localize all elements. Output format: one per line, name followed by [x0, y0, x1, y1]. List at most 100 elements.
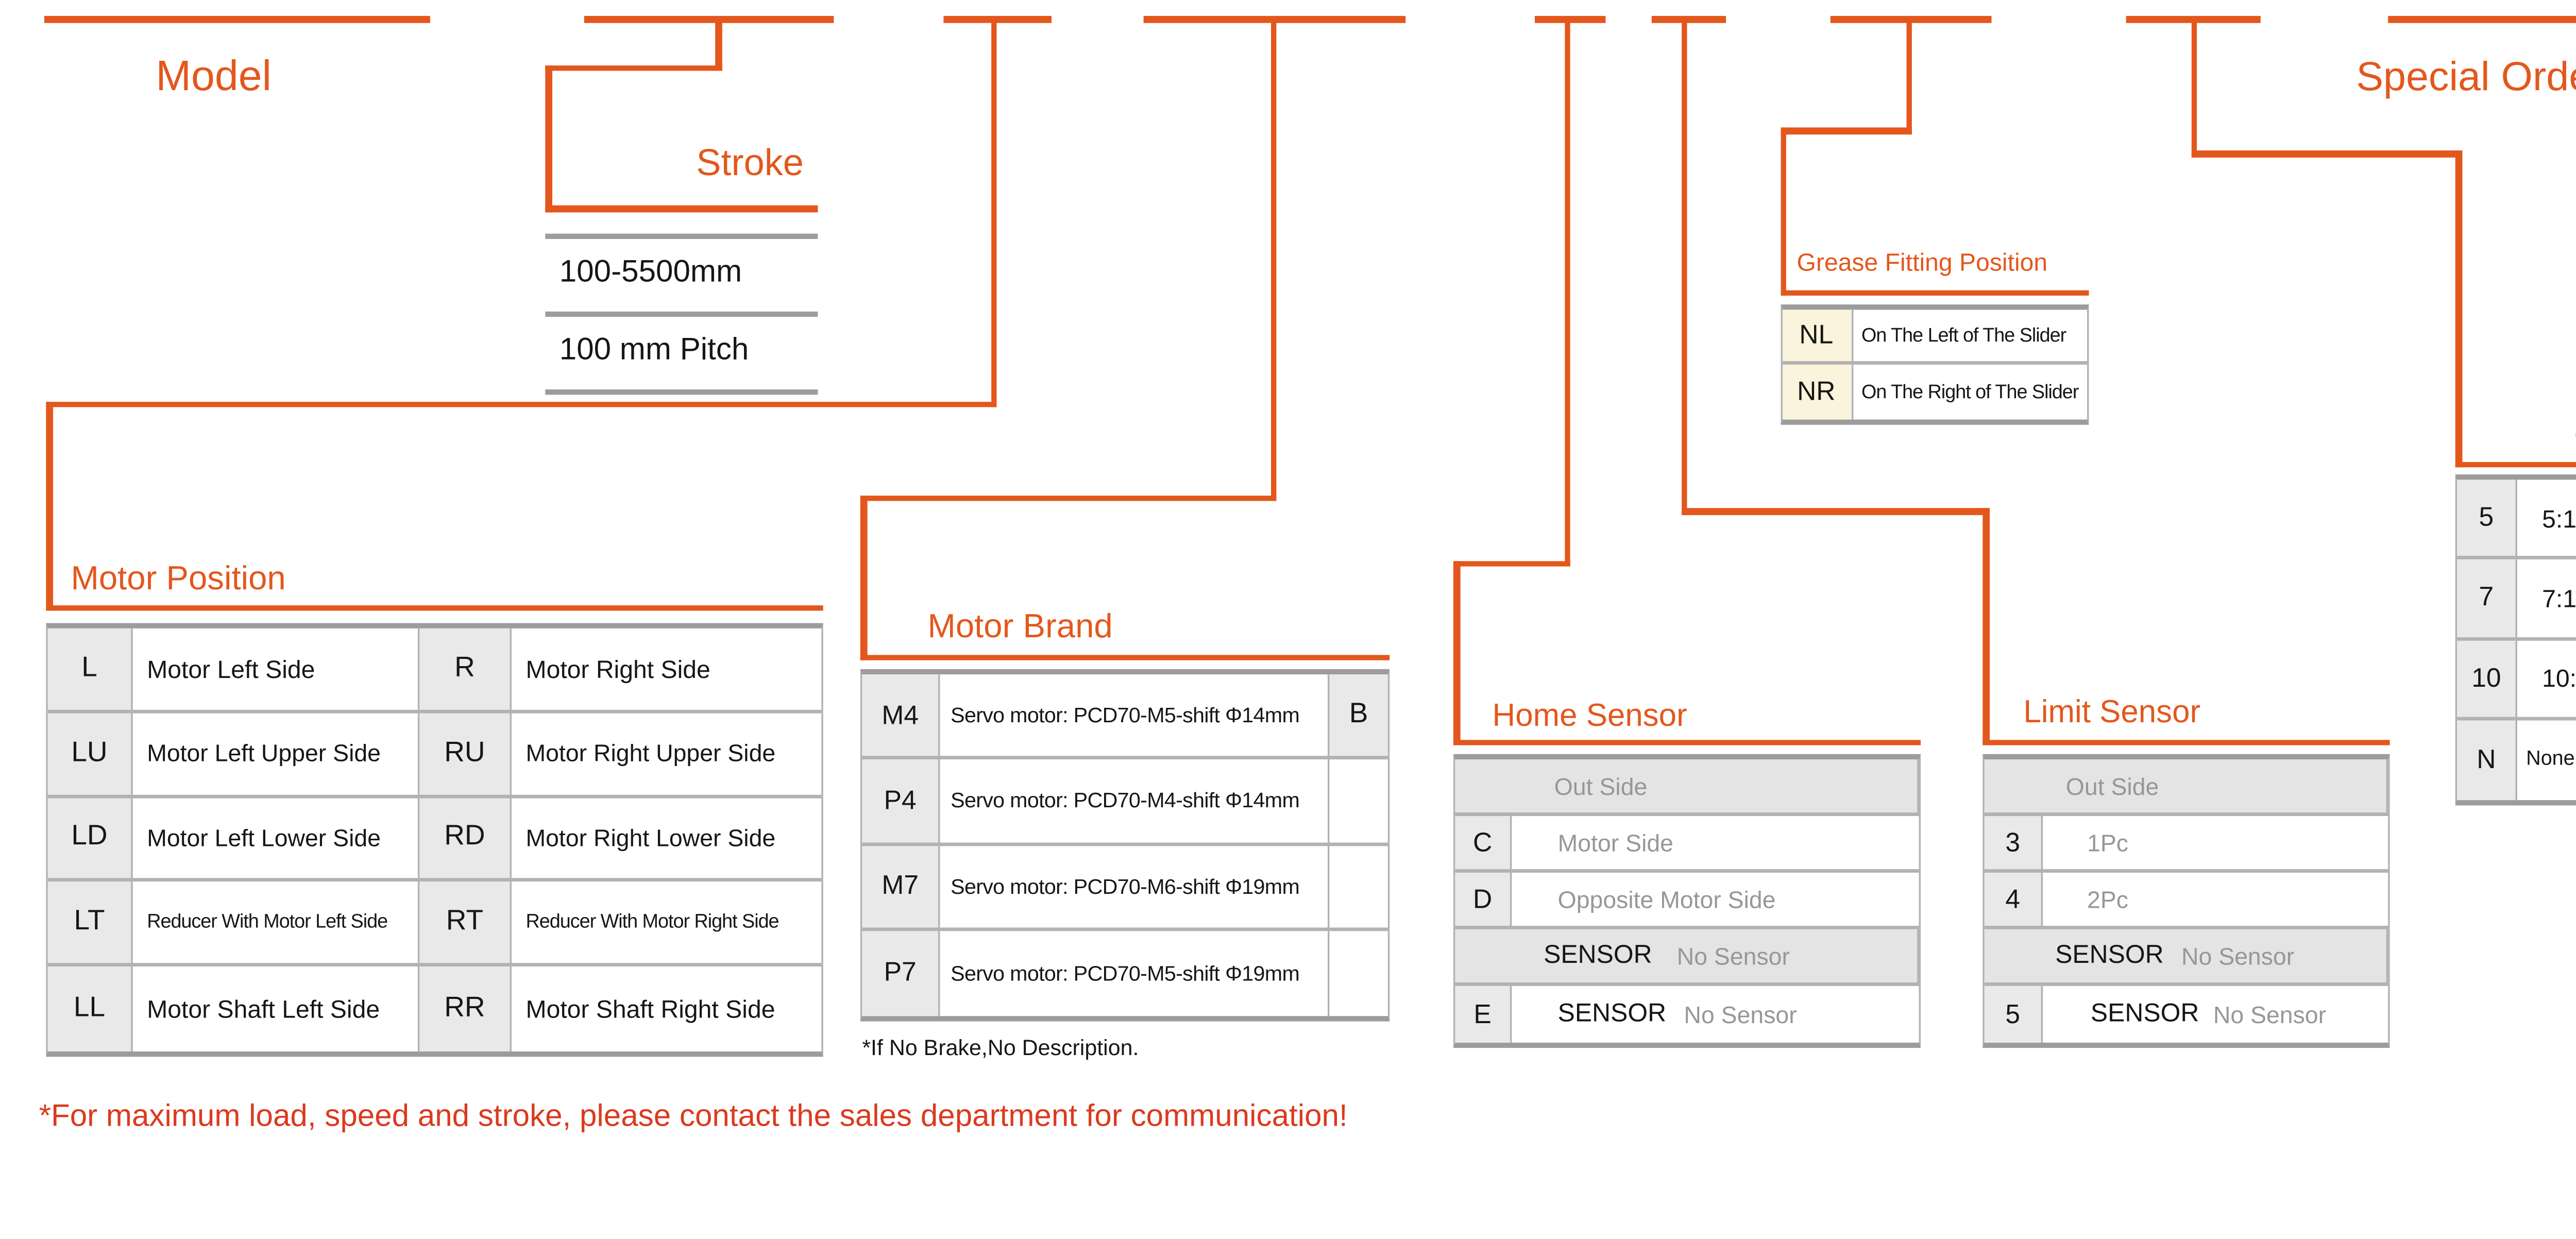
out-side-row: Out Side — [1455, 759, 1919, 816]
table-cell: 5:1 — [2517, 480, 2576, 560]
brake-cell — [1329, 845, 1388, 931]
no-sensor-label: No Sensor — [2213, 1001, 2327, 1028]
special-order-overline — [2388, 15, 2576, 22]
code-value: LU — [71, 737, 108, 768]
brake-cell — [1329, 760, 1388, 845]
motor-position-connector-vertical-1 — [990, 15, 997, 408]
desc-value: 7:1 — [2542, 584, 2576, 613]
code-value: R — [454, 653, 475, 683]
motor-position-table: L Motor Left Side R Motor Right Side LU … — [46, 623, 823, 1057]
sensor-row: SENSOR No Sensor — [1984, 929, 2388, 986]
table-cell: None Gearbox Type — [2517, 720, 2576, 800]
desc-value: Servo motor: PCD70-M5-shift Φ19mm — [951, 961, 1300, 986]
limit-sensor-connector-vertical-1 — [1681, 15, 1687, 515]
desc-value: Motor Side — [1557, 829, 1673, 856]
table-cell: M7 — [862, 845, 940, 931]
motor-brand-note: *If No Brake,No Description. — [862, 1036, 1139, 1061]
table-cell: LL — [47, 966, 133, 1051]
table-cell: 4 — [1984, 872, 2043, 929]
code-value: NR — [1797, 377, 1836, 408]
code-value: M4 — [882, 700, 919, 731]
table-cell: NR — [1782, 364, 1853, 420]
special-order-title: Special Order No. — [2356, 53, 2576, 99]
out-side-label: Out Side — [1554, 772, 1648, 800]
gearbox-connector-horizontal — [2191, 150, 2462, 157]
stroke-divider-3 — [545, 388, 818, 394]
brake-cell — [1329, 930, 1387, 1016]
table-cell: Motor Left Upper Side — [132, 713, 420, 798]
sensor-row: SENSOR No Sensor — [1455, 929, 1919, 986]
home-sensor-connector-horizontal — [1453, 560, 1570, 567]
code-value: M7 — [882, 871, 919, 902]
limit-sensor-table: Out Side 3 1Pc 4 2Pc SENSOR No Sensor 5 … — [1982, 754, 2390, 1048]
limit-sensor-underline — [1982, 739, 2390, 745]
desc-value: Motor Right Upper Side — [526, 740, 776, 767]
table-cell: LT — [47, 882, 133, 967]
desc-value: Motor Shaft Right Side — [526, 995, 775, 1024]
table-cell: Servo motor: PCD70-M5-shift Φ14mm — [940, 674, 1330, 760]
out-side-label: Out Side — [2065, 772, 2159, 800]
desc-value: Motor Left Lower Side — [147, 825, 381, 852]
table-cell: LD — [47, 797, 133, 882]
table-cell: 7:1 — [2517, 560, 2576, 640]
table-cell: D — [1455, 872, 1512, 929]
table-cell: 1Pc — [2043, 816, 2388, 873]
code-value: 7 — [2479, 583, 2494, 614]
no-sensor-label: No Sensor — [2181, 942, 2295, 970]
gearbox-title: Gearbox Ratio — [2455, 421, 2576, 451]
table-cell: 3 — [1984, 816, 2043, 873]
table-cell: Motor Left Side — [132, 628, 420, 714]
table-cell: On The Right of The Slider — [1853, 365, 2087, 420]
table-cell: 10:1 — [2517, 640, 2576, 720]
motor-position-tick-line — [943, 15, 1052, 22]
table-cell: 10 — [2457, 640, 2517, 720]
sensor-label: SENSOR — [2090, 1000, 2199, 1029]
code-value: NL — [1799, 320, 1834, 351]
brake-cell: B — [1329, 674, 1388, 760]
table-cell: 7 — [2457, 559, 2517, 640]
code-value: P7 — [884, 958, 917, 989]
table-cell: Motor Right Side — [512, 629, 822, 714]
desc-value: Motor Left Side — [147, 654, 315, 683]
table-cell: 5 — [1984, 986, 2043, 1043]
limit-sensor-connector-horizontal — [1681, 508, 1989, 515]
code-value: N — [2477, 745, 2496, 775]
table-cell: Servo motor: PCD70-M6-shift Φ19mm — [940, 845, 1330, 931]
code-value: L — [81, 653, 97, 683]
code-value: 3 — [2005, 827, 2021, 858]
table-cell: 2Pc — [2043, 873, 2388, 929]
no-sensor-label: No Sensor — [1676, 942, 1790, 970]
table-cell: R — [419, 628, 512, 714]
table-cell: P4 — [862, 759, 940, 845]
table-cell: N — [2457, 720, 2517, 801]
table-cell: LU — [47, 713, 133, 798]
table-cell: Motor Shaft Right Side — [512, 967, 821, 1051]
home-sensor-table: Out Side C Motor Side D Opposite Motor S… — [1453, 754, 1921, 1048]
desc-value: Servo motor: PCD70-M6-shift Φ19mm — [951, 874, 1300, 899]
desc-value: Motor Shaft Left Side — [147, 995, 380, 1024]
limit-sensor-title: Limit Sensor — [2023, 693, 2201, 729]
code-value: 5 — [2005, 999, 2021, 1030]
table-cell: Motor Left Lower Side — [132, 797, 420, 882]
code-value: C — [1473, 827, 1493, 858]
table-cell: Reducer With Motor Left Side — [132, 882, 420, 967]
stroke-divider-2 — [545, 311, 818, 316]
sensor-label: SENSOR — [1557, 1000, 1667, 1029]
table-cell: RU — [419, 713, 512, 798]
desc-value: Reducer With Motor Left Side — [147, 912, 388, 934]
code-value: 10 — [2471, 663, 2501, 693]
out-side-row: Out Side — [1984, 759, 2388, 816]
code-value: P4 — [884, 786, 917, 816]
motor-brand-table: M4 Servo motor: PCD70-M5-shift Φ14mm B P… — [860, 669, 1390, 1022]
code-value: LT — [74, 907, 105, 937]
desc-value: Motor Left Upper Side — [147, 740, 381, 767]
desc-value: On The Left of The Slider — [1861, 325, 2066, 346]
motor-position-underline — [46, 604, 823, 611]
table-cell: Motor Shaft Left Side — [133, 966, 420, 1051]
grease-connector-vertical-2 — [1780, 127, 1786, 296]
grease-connector-horizontal — [1780, 127, 1912, 134]
table-cell: L — [47, 628, 133, 714]
code-value: 4 — [2005, 884, 2021, 914]
desc-value: Servo motor: PCD70-M4-shift Φ14mm — [951, 788, 1300, 813]
